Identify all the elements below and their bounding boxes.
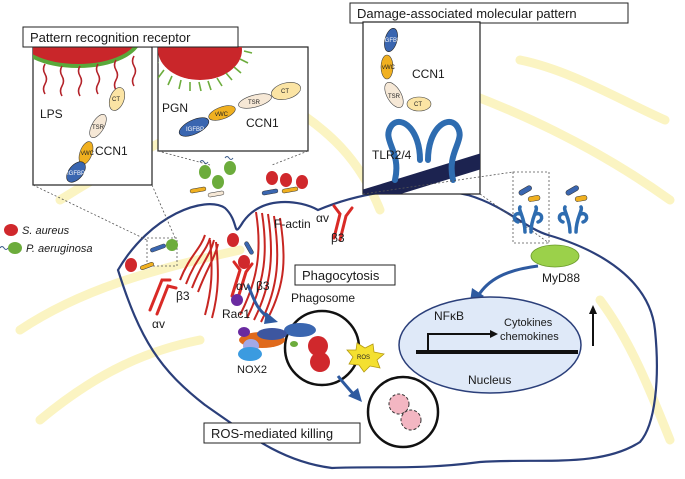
chemokines-label: chemokines [500, 331, 559, 343]
beta3-label-1: β3 [176, 289, 190, 303]
bacteria-cluster-outside [125, 156, 308, 272]
myd88-to-nucleus-arrow [476, 264, 539, 297]
ros-burst [346, 342, 385, 373]
alpha-v-label-1: αv [152, 317, 165, 331]
ros-label: ROS [357, 355, 370, 361]
promoter-arrowhead [490, 330, 498, 338]
f-actin-bundles [179, 211, 285, 323]
nox2-label: NOX2 [237, 364, 267, 376]
pgn-label: PGN [162, 101, 188, 115]
rac1-label: Rac1 [222, 307, 250, 321]
beta3-label-3: β3 [331, 231, 345, 245]
alpha-v-label-3: αv [316, 211, 329, 225]
myd88-shape [530, 244, 580, 268]
integrins [148, 204, 354, 316]
svg-text:TSR: TSR [248, 100, 261, 106]
phagocytosis-label: Phagocytosis [302, 268, 380, 283]
prr-title-box: Pattern recognition receptor [22, 26, 239, 48]
s-aureus-label: S. aureus [22, 225, 70, 237]
svg-text:vWC: vWC [215, 112, 229, 118]
alpha-v-label-2: αv [236, 279, 249, 293]
inset-damp: CCN1 TLR2/4 IGFBP vWC TSR CT [362, 21, 481, 195]
myd88-label: MyD88 [542, 271, 580, 285]
beta3-label-2: β3 [256, 279, 270, 293]
svg-text:TSR: TSR [92, 125, 105, 131]
svg-text:CT: CT [112, 97, 120, 103]
phagocytosis-box: Phagocytosis [294, 264, 396, 286]
p-aeruginosa-label: P. aeruginosa [26, 243, 92, 255]
svg-text:IGFBP: IGFBP [67, 171, 85, 177]
nucleus [398, 296, 582, 394]
prr-title: Pattern recognition receptor [30, 30, 191, 45]
ccn1-label-c: CCN1 [412, 67, 445, 81]
nfkb-label: NFκB [434, 309, 464, 323]
nucleus-label: Nucleus [468, 373, 511, 387]
phagosome-label: Phagosome [291, 291, 355, 305]
rac1-shape [231, 294, 243, 306]
svg-text:CT: CT [281, 89, 289, 95]
cell-membrane [116, 188, 658, 470]
ros-killing-label: ROS-mediated killing [211, 426, 333, 441]
ccn1-label-a: CCN1 [95, 144, 128, 158]
s-aureus-swatch [4, 224, 18, 236]
svg-text:IGFBP: IGFBP [186, 127, 204, 133]
legend: S. aureus P. aeruginosa [0, 224, 92, 255]
svg-text:vWC: vWC [382, 65, 396, 71]
svg-text:CT: CT [414, 102, 422, 108]
svg-text:IGFBP: IGFBP [383, 38, 401, 44]
inset-connectors [32, 150, 550, 267]
f-actin-label: F-actin [274, 217, 311, 231]
svg-text:vWC: vWC [81, 151, 95, 157]
ccn1-label-b: CCN1 [246, 116, 279, 130]
damp-title-box: Damage-associated molecular pattern [349, 2, 629, 24]
tlr-label: TLR2/4 [372, 148, 412, 162]
inset-lps: LPS CCN1 CT TSR vWC IGFBP [32, 46, 153, 186]
tlr-receptors [512, 205, 589, 234]
ros-killing-box: ROS-mediated killing [203, 422, 361, 444]
cytokines-label: Cytokines [504, 317, 553, 329]
p-aeruginosa-swatch [8, 242, 22, 254]
nox2-complex [238, 323, 316, 361]
inset-pgn: PGN CCN1 IGFBP vWC TSR CT [157, 46, 309, 152]
svg-text:TSR: TSR [388, 94, 401, 100]
damp-title: Damage-associated molecular pattern [357, 6, 577, 21]
lps-label: LPS [40, 107, 63, 121]
